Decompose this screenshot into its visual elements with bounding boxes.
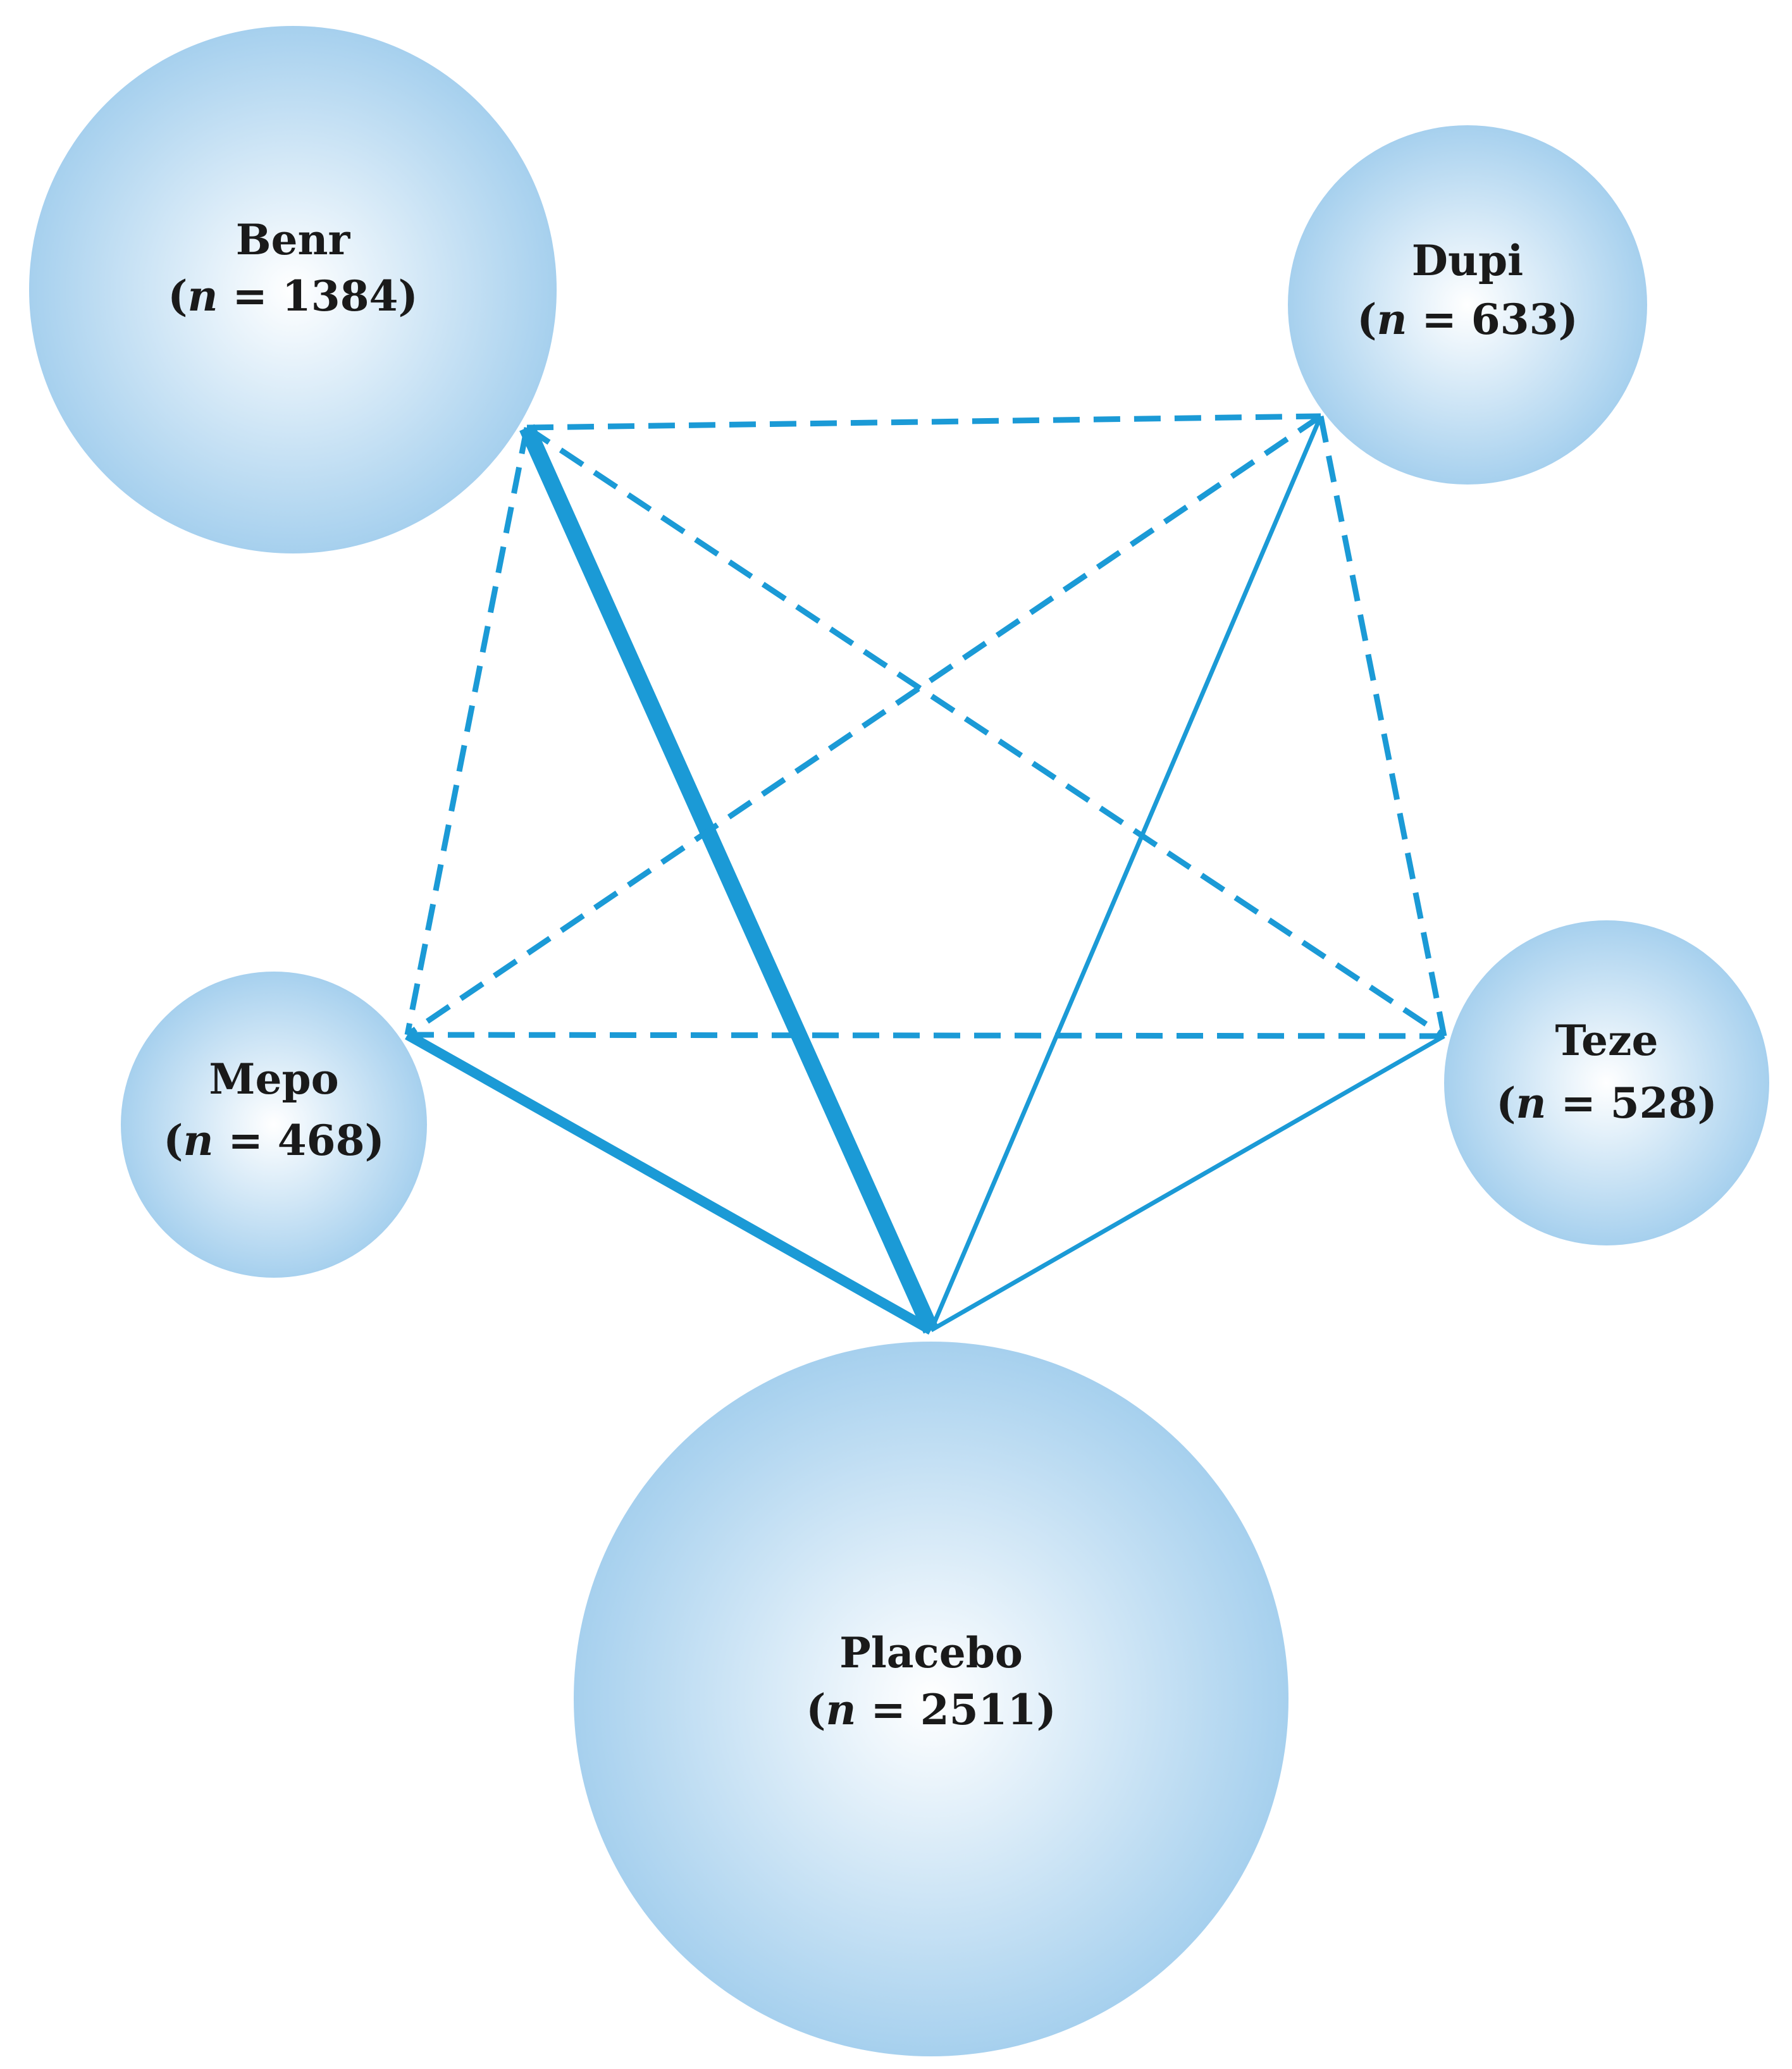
node-count-benr: (n = 1384): [168, 271, 417, 321]
edge-benr-teze: [525, 425, 1446, 1039]
node-benr: Benr (n = 1384): [29, 26, 557, 553]
edge-dupi-placebo: [929, 415, 1323, 1331]
node-count-dupi: (n = 633): [1357, 295, 1578, 344]
node-dupi: Dupi (n = 633): [1288, 125, 1647, 485]
node-count-placebo: (n = 2511): [806, 1685, 1056, 1734]
node-label-mepo: Mepo: [209, 1054, 338, 1104]
node-count-teze: (n = 528): [1496, 1078, 1717, 1128]
node-teze: Teze (n = 528): [1444, 920, 1769, 1245]
edges-layer: [404, 413, 1447, 1335]
edge-dupi-mepo: [405, 414, 1323, 1037]
node-label-teze: Teze: [1555, 1016, 1658, 1065]
node-circle-mepo: [121, 972, 427, 1278]
node-label-placebo: Placebo: [839, 1628, 1023, 1677]
edge-benr-mepo: [404, 427, 530, 1035]
node-label-dupi: Dupi: [1412, 236, 1523, 285]
node-circle-dupi: [1288, 125, 1647, 485]
node-placebo: Placebo (n = 2511): [574, 1342, 1288, 2056]
edge-mepo-teze: [407, 1032, 1445, 1039]
edge-benr-dupi: [526, 413, 1321, 431]
node-label-benr: Benr: [236, 215, 351, 264]
edge-benr-placebo: [519, 424, 939, 1334]
edge-mepo-placebo: [405, 1030, 934, 1335]
node-count-mepo: (n = 468): [163, 1116, 385, 1165]
node-circle-teze: [1444, 920, 1769, 1245]
nodes-layer: Benr (n = 1384) Dupi (n = 633) Mepo (n = 468)…: [29, 26, 1769, 2056]
node-circle-placebo: [574, 1342, 1288, 2056]
edge-teze-placebo: [930, 1034, 1445, 1333]
edge-dupi-teze: [1318, 416, 1447, 1037]
node-circle-benr: [29, 26, 557, 553]
node-mepo: Mepo (n = 468): [121, 972, 427, 1278]
